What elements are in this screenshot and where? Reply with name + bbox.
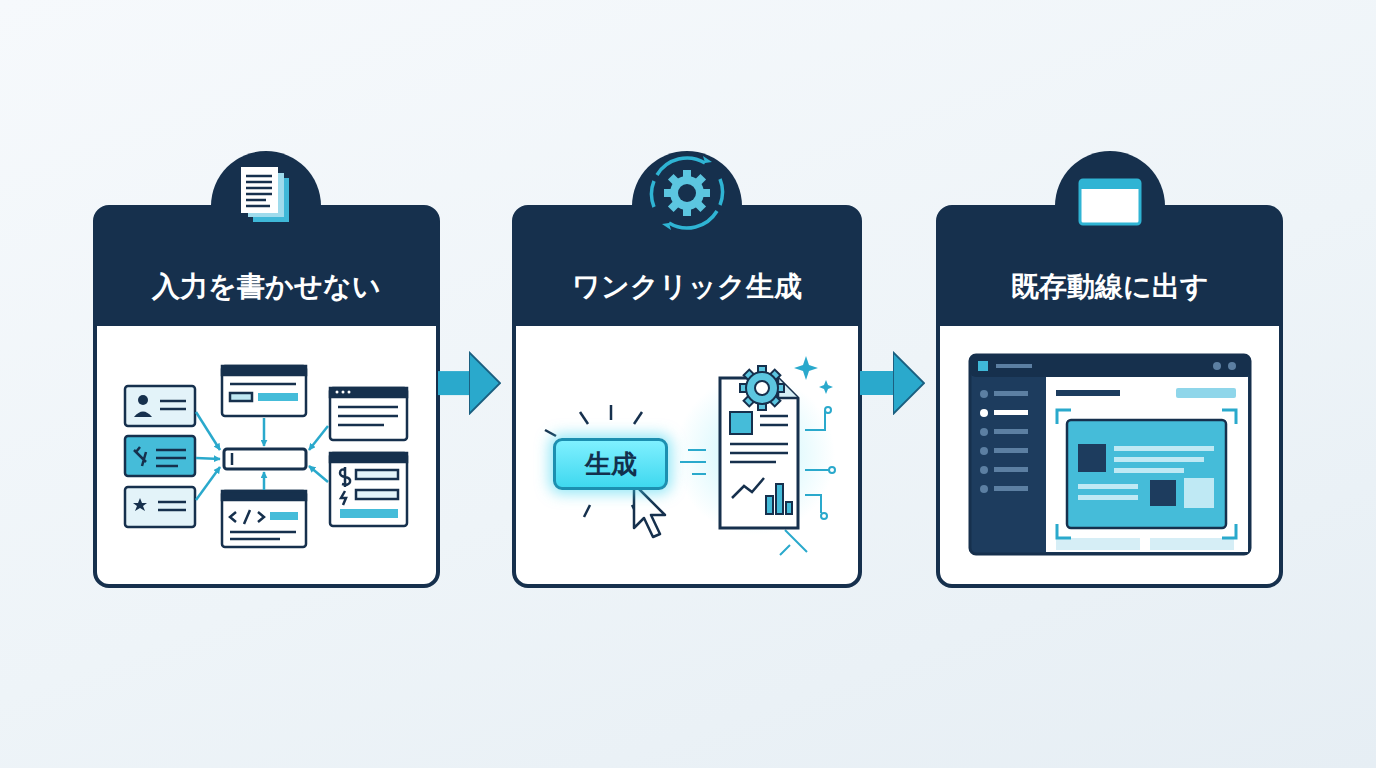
generate-button: 生成: [553, 438, 668, 490]
document-icon: [241, 167, 289, 222]
step-title: ワンクリック生成: [512, 267, 862, 307]
panel-frame: [95, 207, 1281, 586]
window-icon: [1080, 180, 1140, 224]
mouse-cursor: [634, 484, 665, 537]
button-label: 生成: [585, 449, 637, 479]
step-title: 既存動線に出す: [936, 267, 1283, 307]
input-sources: [125, 366, 407, 547]
generated-report: [675, 356, 835, 555]
flow-arrow: [438, 371, 470, 395]
feed-arrow: [196, 412, 328, 500]
step-title: 入力を書かせない: [93, 267, 440, 307]
step-panel: 入力を書かせない: [93, 205, 440, 588]
app-screen: [970, 355, 1250, 554]
flow-arrow: [860, 371, 894, 395]
step-panel: 既存動線に出す: [936, 205, 1283, 588]
step-panel: ワンクリック生成生成: [512, 205, 862, 588]
gear-icon: [651, 156, 722, 230]
